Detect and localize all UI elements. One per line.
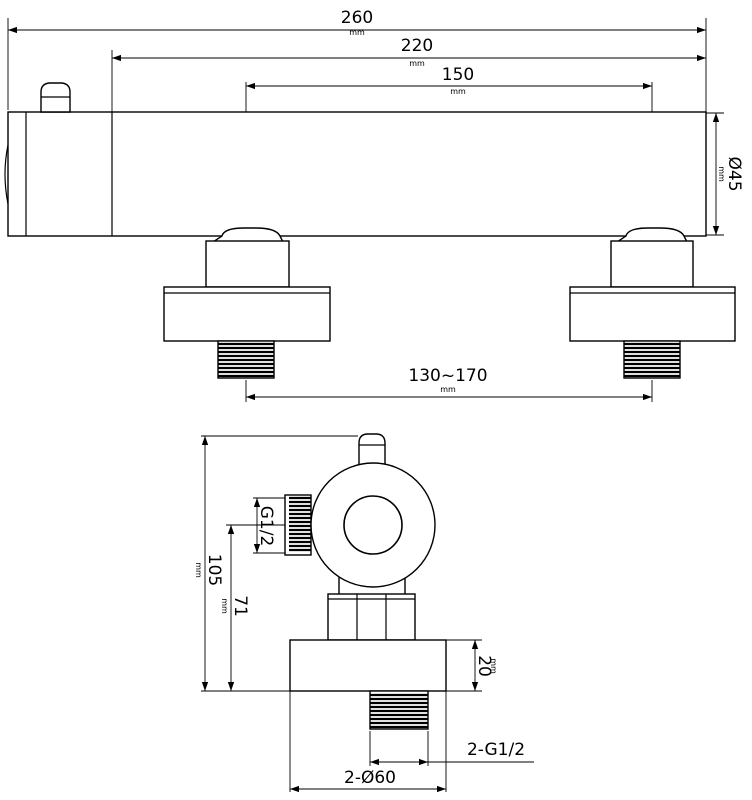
dim-label-range: 130~170 [408,366,487,386]
side-thread [284,494,312,556]
dim-unit-range: mm [440,385,456,394]
dim-label-20: 20 [474,655,494,677]
inlet-left [163,227,331,379]
dim-unit-71: mm [220,598,229,614]
bottom-thread [369,690,429,730]
dim-label-150: 150 [442,65,474,85]
safety-button-side [358,433,386,467]
nut [327,593,416,641]
valve-body [7,111,707,237]
dim-unit-105: mm [194,562,203,578]
dim-unit-260: mm [349,28,365,37]
dim-label-220: 220 [401,36,433,56]
cylinder-bore [343,495,403,555]
dim-label-260: 260 [341,8,373,28]
dim-unit-diameter: mm [717,166,726,182]
dim-label-71: 71 [230,595,250,617]
inlet-right [569,227,736,379]
dim-unit-150: mm [450,87,466,96]
dim-unit-220: mm [409,59,425,68]
cylinder-outline [310,462,436,588]
side-view: G1/2 105 mm 71 mm 20 mm 2-G1/2 2-Ø60 [194,433,534,793]
dim-label-diameter: Ø45 [724,156,744,191]
dim-unit-20: mm [489,658,498,674]
top-view: 260 mm 220 mm 150 mm 130~170 mm Ø45 mm [4,8,744,402]
dim-label-g12: G1/2 [256,506,276,547]
dim-label-2g12: 2-G1/2 [467,740,525,760]
knob-end-curve [4,144,9,205]
dim-label-105: 105 [204,554,224,586]
flange [289,639,447,692]
dim-label-60: 2-Ø60 [344,768,396,788]
